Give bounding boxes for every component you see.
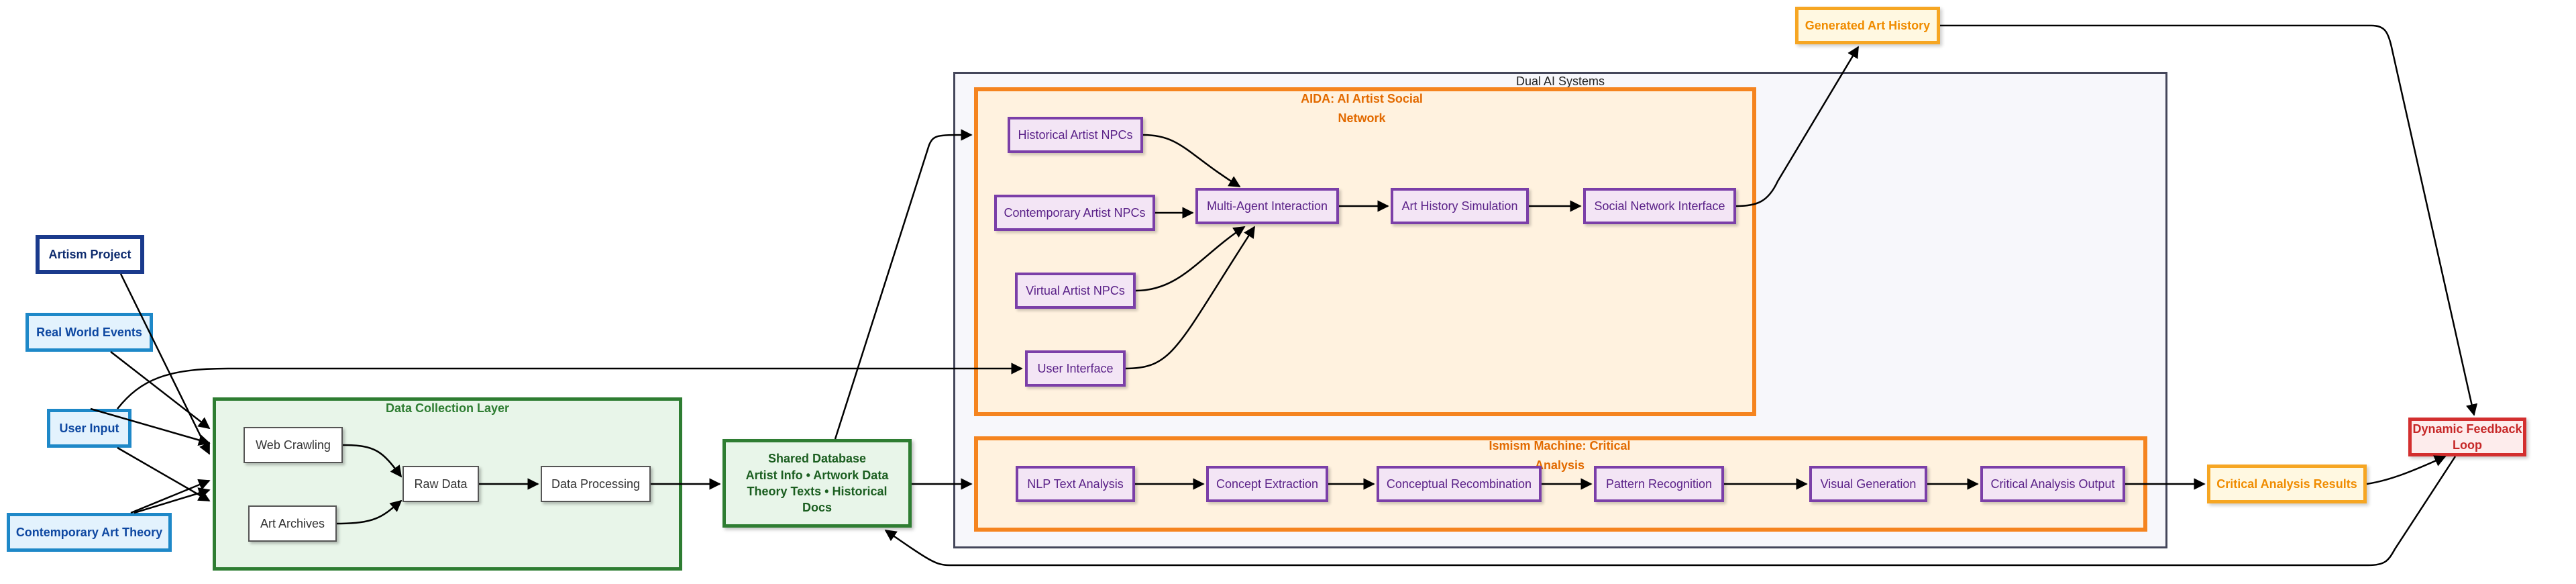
nlp-text-analysis-node[interactable]: NLP Text Analysis bbox=[1016, 466, 1135, 502]
aida-title: AIDA: AI Artist Social Network bbox=[1301, 92, 1423, 125]
edge-theory-to-collection-b bbox=[133, 487, 211, 514]
multi-agent-interaction-node[interactable]: Multi-Agent Interaction bbox=[1195, 188, 1339, 224]
contemporary-artist-npcs-node[interactable]: Contemporary Artist NPCs bbox=[994, 195, 1155, 231]
edge-artism-to-collection bbox=[119, 273, 211, 455]
edge-userinput-to-collection-a bbox=[90, 407, 211, 446]
critical-analysis-results-node[interactable]: Critical Analysis Results bbox=[2207, 465, 2367, 503]
edge-userinput-to-ui bbox=[117, 362, 1023, 409]
virtual-artist-npcs-node[interactable]: Virtual Artist NPCs bbox=[1015, 273, 1136, 309]
edge-userinput-to-collection-b bbox=[117, 446, 211, 502]
edge-db-to-aida bbox=[834, 129, 973, 440]
shared-database-node[interactable]: Shared Database Artist Info • Artwork Da… bbox=[722, 439, 912, 528]
conceptual-recombination-node[interactable]: Conceptual Recombination bbox=[1377, 466, 1542, 502]
social-network-interface-node[interactable]: Social Network Interface bbox=[1583, 188, 1736, 224]
edge-theory-to-collection-a bbox=[130, 479, 211, 514]
user-input-node[interactable]: User Input bbox=[47, 409, 131, 448]
raw-data-node[interactable]: Raw Data bbox=[402, 466, 479, 502]
edge-feedback-to-db bbox=[884, 456, 2457, 567]
artism-project-node[interactable]: Artism Project bbox=[36, 235, 144, 274]
historical-artist-npcs-node[interactable]: Historical Artist NPCs bbox=[1008, 117, 1143, 153]
art-archives-node[interactable]: Art Archives bbox=[248, 505, 337, 542]
dynamic-feedback-loop-node[interactable]: Dynamic Feedback Loop bbox=[2408, 418, 2526, 456]
dual-ai-title: Dual AI Systems bbox=[1515, 75, 1605, 88]
ismism-title: Ismism Machine: Critical Analysis bbox=[1489, 439, 1631, 472]
critical-analysis-output-node[interactable]: Critical Analysis Output bbox=[1980, 466, 2125, 502]
visual-generation-node[interactable]: Visual Generation bbox=[1809, 466, 1927, 502]
edge-events-to-collection bbox=[110, 351, 211, 430]
edge-virtual-to-multiagent bbox=[1135, 226, 1246, 292]
pattern-recognition-node[interactable]: Pattern Recognition bbox=[1594, 466, 1724, 502]
shared-database-title: Shared Database bbox=[767, 452, 867, 466]
concept-extraction-node[interactable]: Concept Extraction bbox=[1206, 466, 1328, 502]
edge-ui-to-multiagent bbox=[1125, 226, 1256, 370]
generated-art-history-node[interactable]: Generated Art History bbox=[1795, 7, 1940, 44]
web-crawling-node[interactable]: Web Crawling bbox=[244, 427, 343, 463]
edge-webcrawl-to-raw bbox=[342, 444, 402, 478]
real-world-events-node[interactable]: Real World Events bbox=[25, 313, 153, 352]
edge-archives-to-raw bbox=[336, 499, 402, 525]
user-interface-node[interactable]: User Interface bbox=[1025, 350, 1126, 387]
data-processing-node[interactable]: Data Processing bbox=[541, 466, 651, 502]
edge-generated-to-feedback bbox=[1940, 24, 2478, 416]
data-collection-title: Data Collection Layer bbox=[385, 401, 510, 415]
art-history-simulation-node[interactable]: Art History Simulation bbox=[1391, 188, 1529, 224]
shared-database-content: Artist Info • Artwork Data Theory Texts … bbox=[745, 468, 889, 515]
edge-historical-to-multiagent bbox=[1142, 134, 1241, 188]
contemporary-art-theory-node[interactable]: Contemporary Art Theory bbox=[7, 513, 172, 552]
edge-social-to-generated bbox=[1735, 46, 1860, 207]
edge-results-to-feedback bbox=[2366, 455, 2447, 485]
